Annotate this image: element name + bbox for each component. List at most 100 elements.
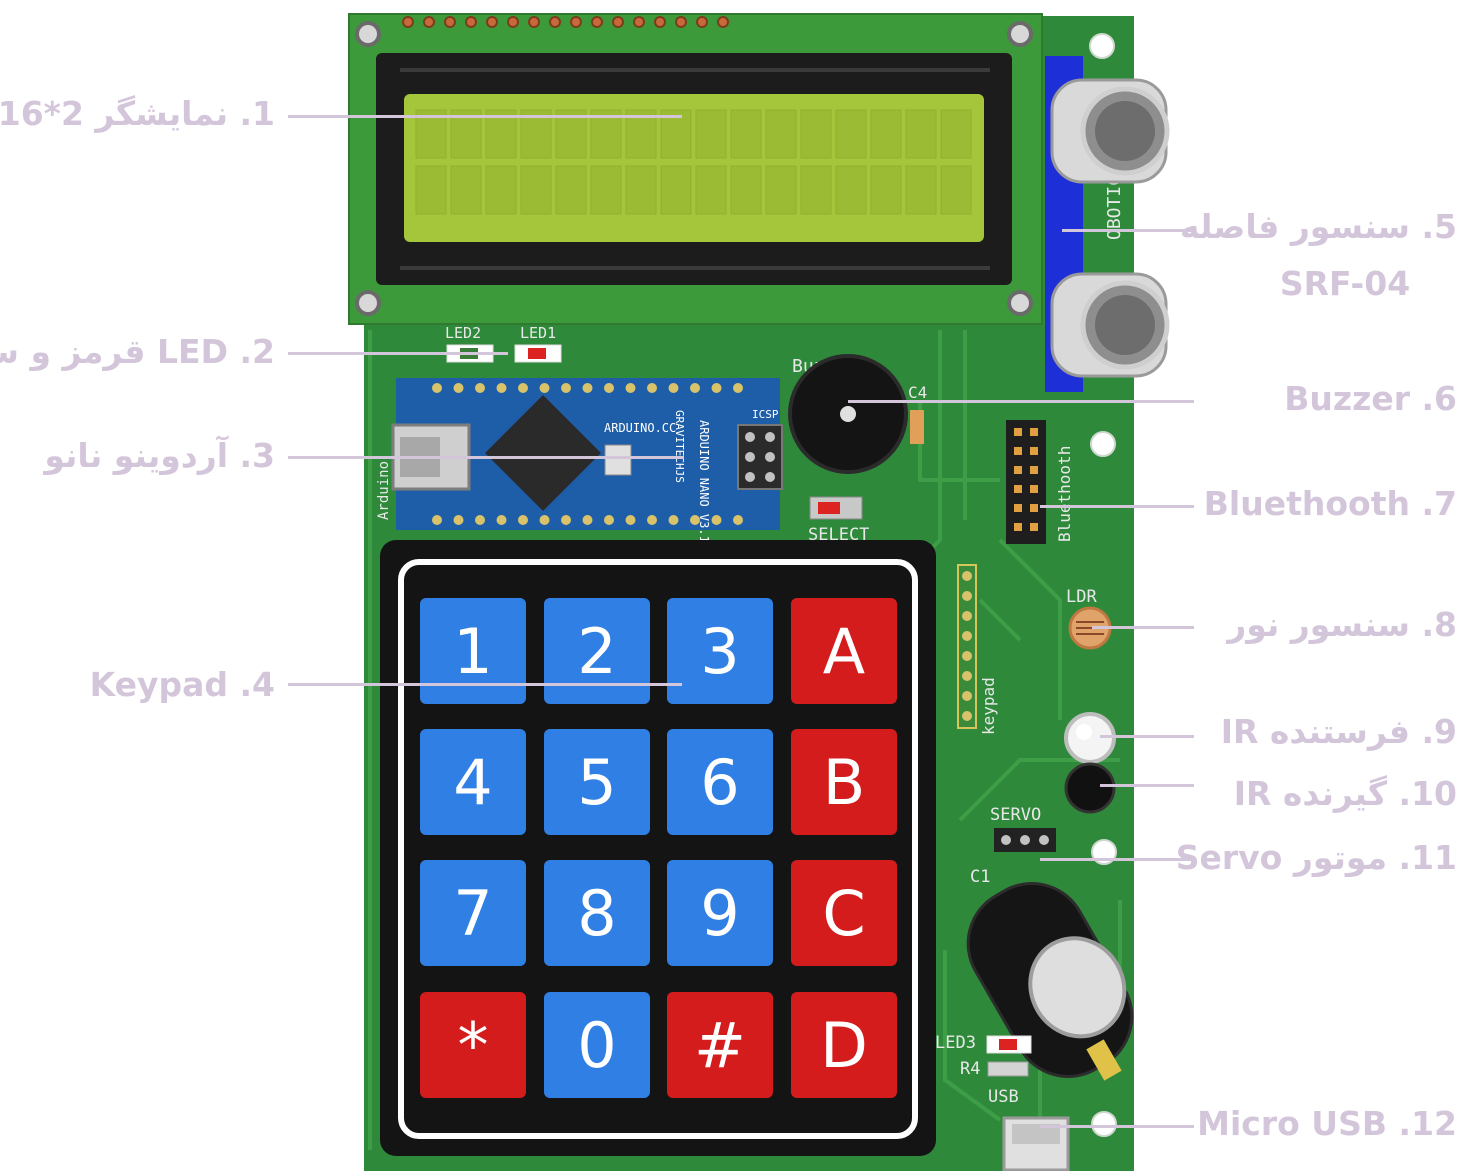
- label-micro-usb: 12. Micro USB: [1197, 1104, 1457, 1144]
- nano-arduino-text: Arduino: [376, 461, 392, 520]
- keypad-key-2[interactable]: 2: [544, 598, 650, 704]
- keypad-header-pin: [962, 571, 972, 581]
- nano-model-text: ARDUINO NANO V3.1: [697, 420, 711, 543]
- keypad-key-B[interactable]: B: [791, 729, 897, 835]
- leader-line-nano: [288, 456, 684, 459]
- nano-pin: [647, 515, 657, 525]
- lcd-cell: [556, 166, 586, 214]
- keypad-key-#[interactable]: #: [667, 992, 773, 1098]
- bluetooth-silk-text: Bluethooth: [1055, 446, 1074, 542]
- label-ir-receiver: 10. گیرنده IR: [1234, 774, 1457, 814]
- nano-pin: [712, 383, 722, 393]
- leader-line-led: [288, 352, 508, 355]
- keypad-key-1[interactable]: 1: [420, 598, 526, 704]
- nano-pin: [583, 515, 593, 525]
- bluetooth-pin: [1030, 447, 1038, 455]
- label-keypad: 4. Keypad: [90, 665, 275, 705]
- keypad-key-label: C: [822, 877, 865, 950]
- label-light-sensor: 8. سنسور نور: [1227, 605, 1457, 645]
- keypad-key-label: 5: [577, 746, 616, 819]
- keypad-key-9[interactable]: 9: [667, 860, 773, 966]
- nano-pin: [497, 515, 507, 525]
- keypad-key-label: 4: [453, 746, 492, 819]
- servo-header-pins: [1001, 835, 1049, 845]
- nano-site-text: ARDUINO.CC: [604, 421, 676, 435]
- lcd-cell: [836, 166, 866, 214]
- bluetooth-pin: [1014, 485, 1022, 493]
- label-bluetooth: 7. Bluethooth: [1204, 484, 1457, 524]
- resistor-r4: [988, 1062, 1028, 1076]
- nano-pin: [669, 383, 679, 393]
- bluetooth-pin: [1014, 504, 1022, 512]
- capacitor-c4: [910, 410, 924, 444]
- label-lcd: 1. نمایشگر 2*16: [0, 94, 275, 134]
- nano-pin: [583, 383, 593, 393]
- keypad-key-label: 1: [453, 615, 492, 688]
- label-led: 2. LED قرمز و سبز: [0, 332, 275, 372]
- label-servo: 11. موتور Servo: [1176, 838, 1457, 878]
- bluetooth-pin: [1030, 504, 1038, 512]
- keypad-key-*[interactable]: *: [420, 992, 526, 1098]
- ultrasonic-transducer-top: [1052, 80, 1167, 182]
- nano-pin: [475, 515, 485, 525]
- keypad-key-label: 9: [700, 877, 739, 950]
- led3-silk-text: LED3: [935, 1033, 976, 1053]
- keypad-key-A[interactable]: A: [791, 598, 897, 704]
- keypad-key-5[interactable]: 5: [544, 729, 650, 835]
- nano-pin: [454, 515, 464, 525]
- lcd-cell: [906, 110, 936, 158]
- lcd-cell: [731, 166, 761, 214]
- keypad-key-3[interactable]: 3: [667, 598, 773, 704]
- nano-pin: [540, 515, 550, 525]
- lcd-cell: [871, 166, 901, 214]
- leader-line-ldr: [1092, 626, 1194, 629]
- nano-pin: [604, 515, 614, 525]
- nano-pin: [540, 383, 550, 393]
- nano-pin: [733, 515, 743, 525]
- lcd-cell: [591, 166, 621, 214]
- nano-pin: [518, 515, 528, 525]
- nano-pin: [475, 383, 485, 393]
- keypad-key-7[interactable]: 7: [420, 860, 526, 966]
- nano-pin: [669, 515, 679, 525]
- lcd-cell: [766, 110, 796, 158]
- bluetooth-pin: [1030, 523, 1038, 531]
- nano-pin: [626, 515, 636, 525]
- bluetooth-pin: [1030, 428, 1038, 436]
- nano-pin: [647, 383, 657, 393]
- leader-line-bluetooth: [1040, 505, 1194, 508]
- c1-silk-text: C1: [970, 867, 990, 887]
- keypad-key-6[interactable]: 6: [667, 729, 773, 835]
- lcd-cell: [521, 166, 551, 214]
- lcd-cell: [766, 166, 796, 214]
- keypad-key-0[interactable]: 0: [544, 992, 650, 1098]
- keypad-header-pin: [962, 651, 972, 661]
- lcd-cell: [696, 166, 726, 214]
- lcd-cell: [731, 110, 761, 158]
- lcd-cell: [696, 110, 726, 158]
- bluetooth-pin: [1014, 447, 1022, 455]
- bluetooth-header: [1006, 420, 1046, 544]
- lcd-cell: [801, 110, 831, 158]
- lcd-cell: [941, 110, 971, 158]
- nano-pin: [561, 383, 571, 393]
- keypad-key-label: 7: [453, 877, 492, 950]
- keypad-header-pin: [962, 691, 972, 701]
- lcd-cell: [906, 166, 936, 214]
- nano-pin: [454, 383, 464, 393]
- keypad-key-4[interactable]: 4: [420, 729, 526, 835]
- keypad-key-label: 2: [577, 615, 616, 688]
- keypad-key-8[interactable]: 8: [544, 860, 650, 966]
- leader-line-keypad: [288, 683, 682, 686]
- ultrasonic-transducer-bottom: [1052, 274, 1167, 376]
- leader-line-servo: [1040, 858, 1194, 861]
- nano-icsp-text: ICSP: [752, 408, 779, 421]
- keypad-header-pin: [962, 671, 972, 681]
- keypad-key-D[interactable]: D: [791, 992, 897, 1098]
- lcd-cell: [836, 110, 866, 158]
- nano-pin: [432, 383, 442, 393]
- keypad-key-C[interactable]: C: [791, 860, 897, 966]
- bluetooth-pin: [1030, 485, 1038, 493]
- leader-line-ir-tx: [1100, 735, 1194, 738]
